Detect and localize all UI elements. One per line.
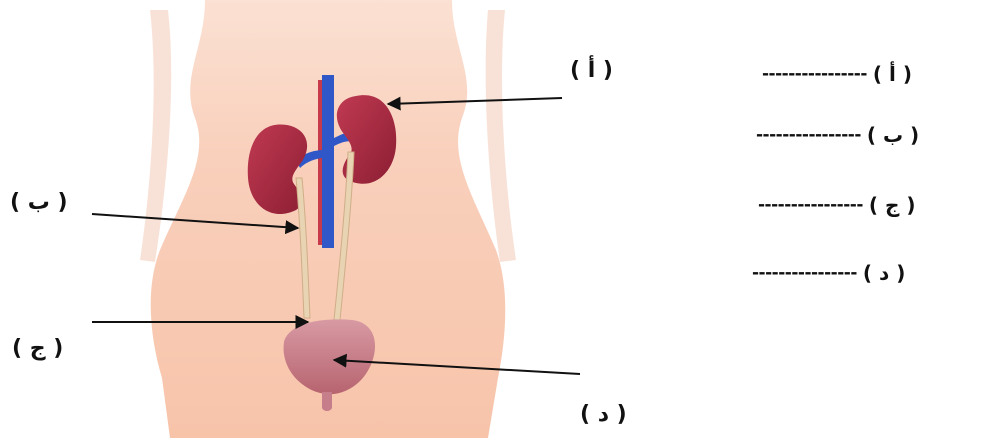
right-arm-shade xyxy=(486,10,516,262)
urethra xyxy=(322,392,332,411)
answer-row-b: ---------------- ( ب ) xyxy=(756,123,919,147)
answer-blank-a: ---------------- xyxy=(762,64,867,84)
callout-a-label: ( أ ) xyxy=(570,60,613,82)
answer-row-d: ---------------- ( د ) xyxy=(752,261,905,285)
left-arm-shade xyxy=(140,10,171,262)
answer-blank-b: ---------------- xyxy=(756,125,861,145)
answer-label-a: ( أ ) xyxy=(873,62,912,86)
aorta xyxy=(318,80,322,245)
answer-blank-d: ---------------- xyxy=(752,263,857,283)
answer-row-j: ---------------- ( ج ) xyxy=(758,193,916,217)
answer-label-j: ( ج ) xyxy=(869,193,916,217)
answer-label-d: ( د ) xyxy=(863,261,905,285)
answer-row-a: ---------------- ( أ ) xyxy=(762,62,912,86)
callout-d-label: ( د ) xyxy=(580,404,627,426)
callout-j-label: ( ج ) xyxy=(12,338,63,360)
answer-blank-j: ---------------- xyxy=(758,195,863,215)
answer-label-b: ( ب ) xyxy=(867,123,919,147)
vena-cava xyxy=(322,75,334,248)
callout-b-label: ( ب ) xyxy=(10,192,68,214)
